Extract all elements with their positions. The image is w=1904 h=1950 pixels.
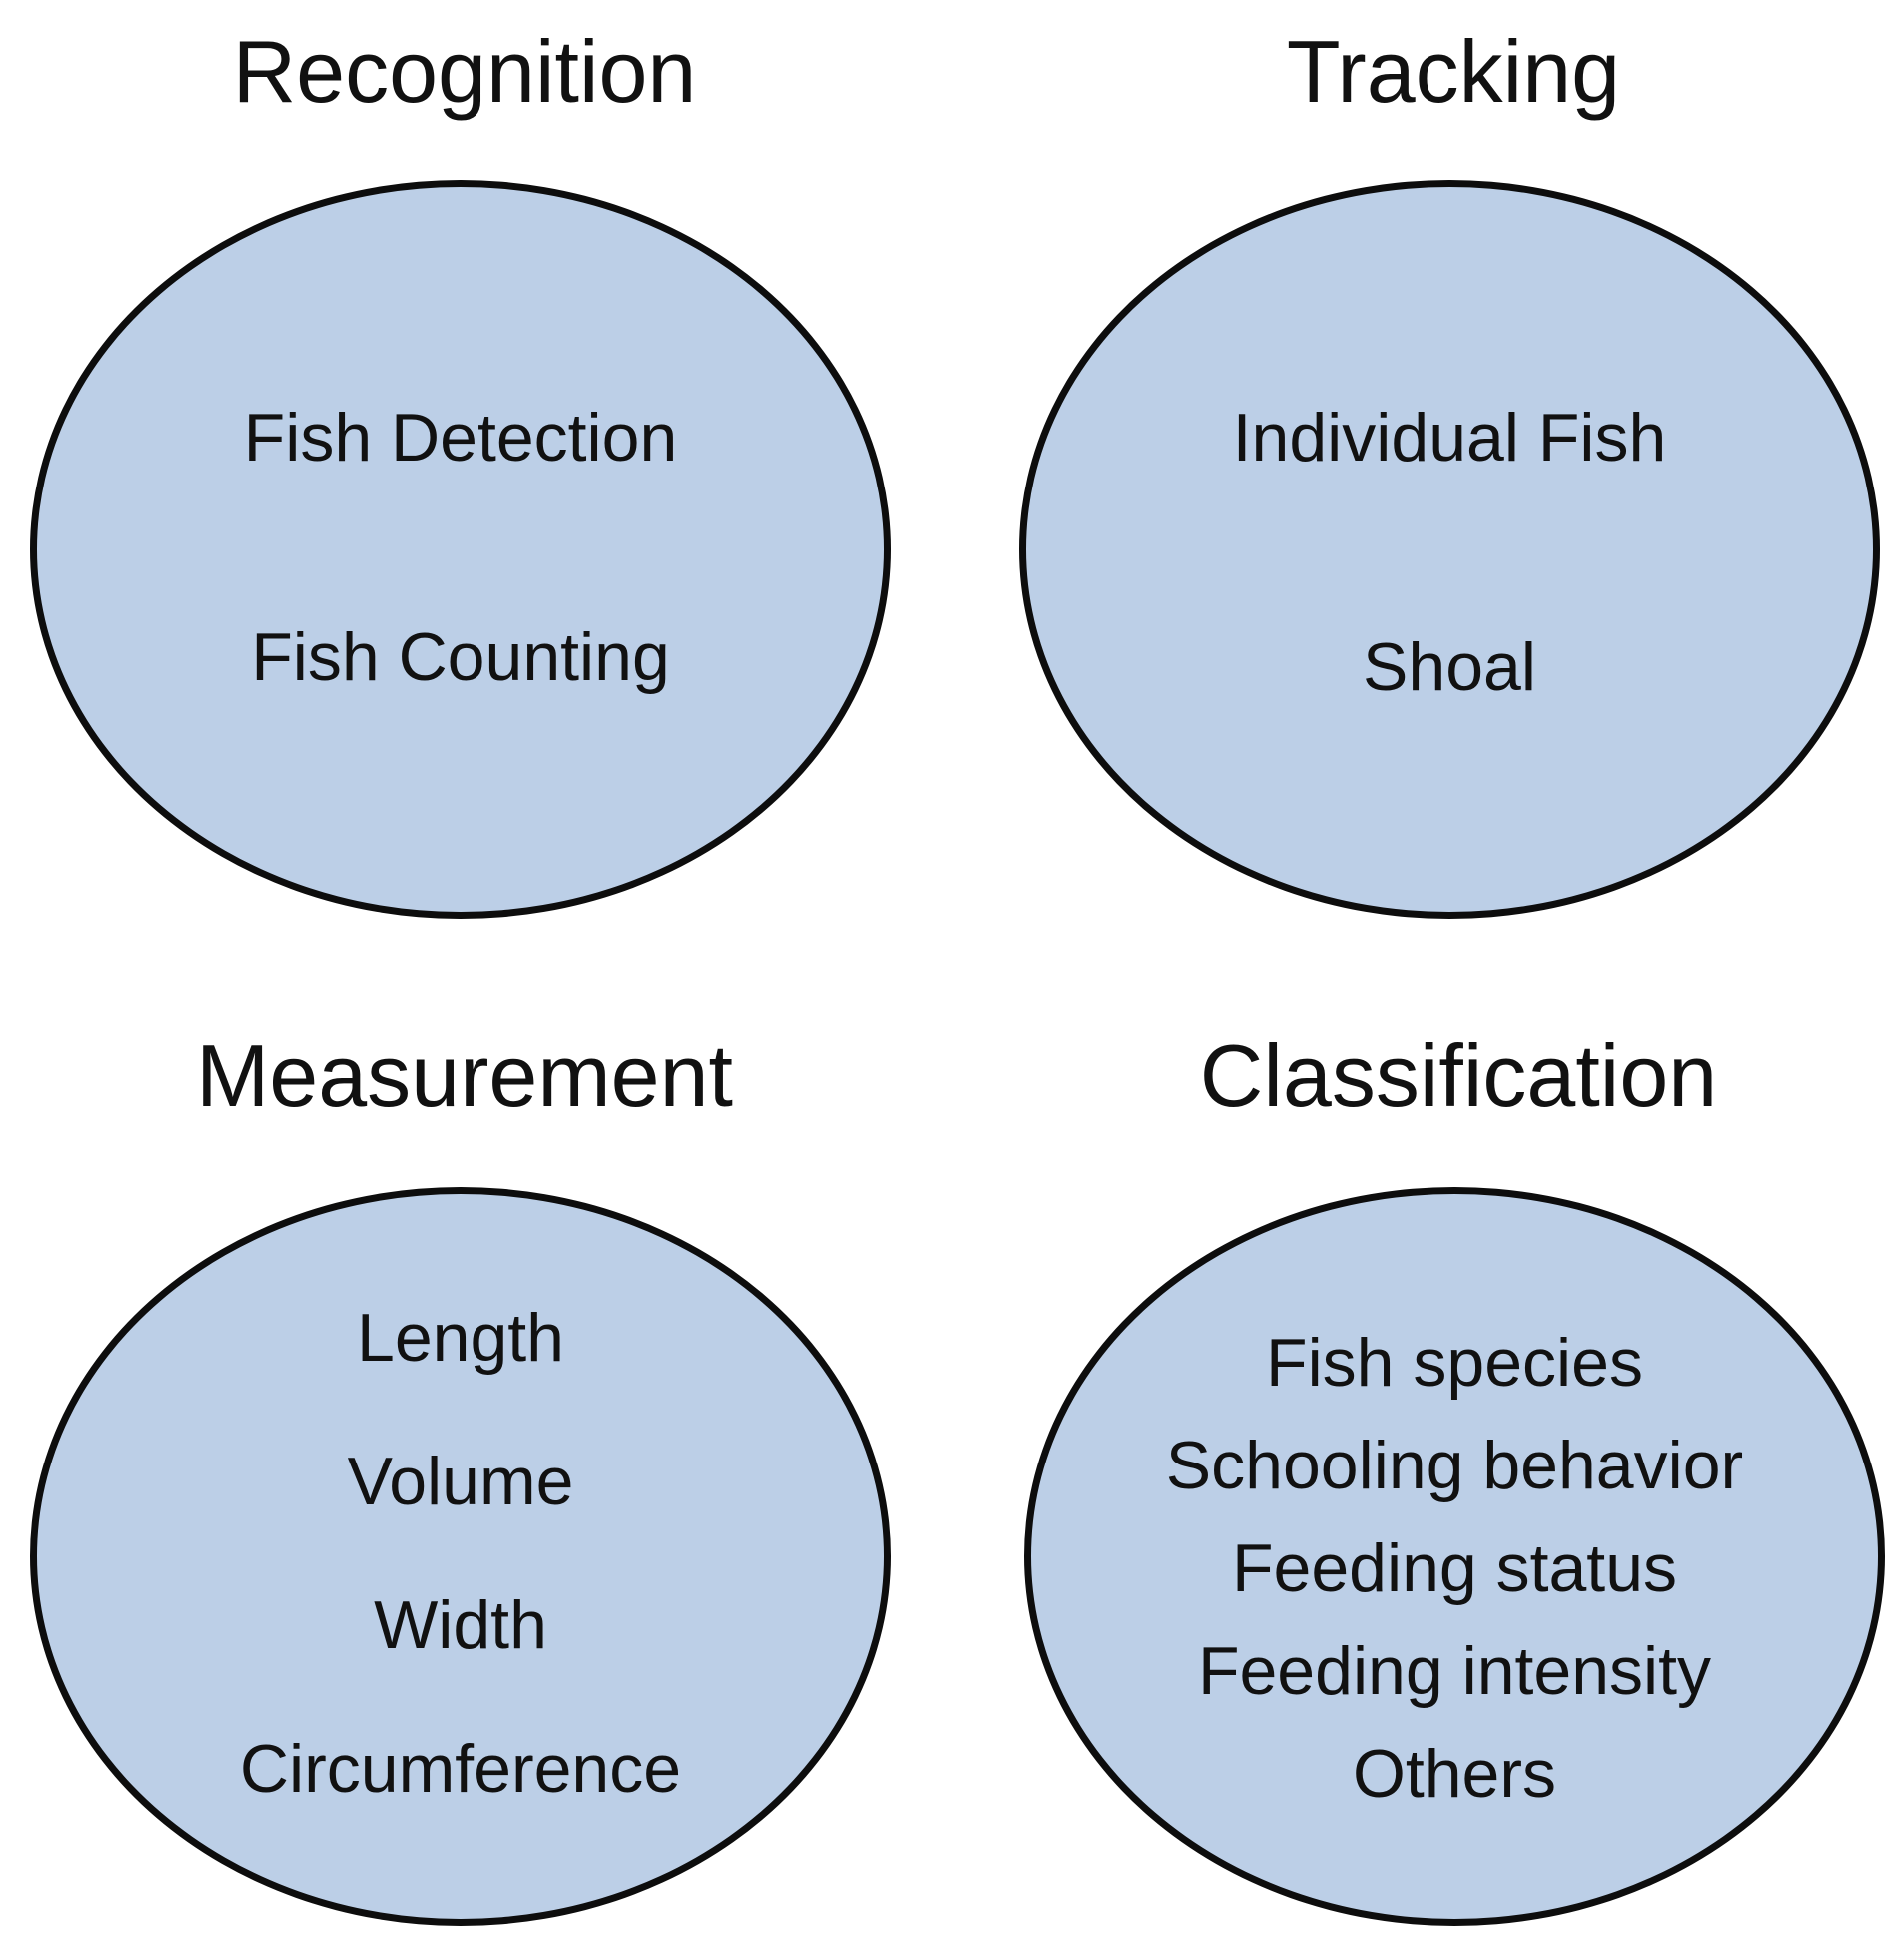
classification-item-others: Others (1352, 1736, 1557, 1812)
measurement-item-length: Length (357, 1300, 564, 1376)
recognition-item-counting: Fish Counting (251, 619, 670, 695)
recognition-title: Recognition (232, 22, 697, 121)
recognition-quadrant: Recognition Fish Detection Fish Counting (15, 0, 914, 929)
measurement-item-width: Width (374, 1587, 547, 1663)
classification-ellipse: Fish species Schooling behavior Feeding … (1024, 1187, 1885, 1926)
tracking-item-individual: Individual Fish (1232, 400, 1667, 476)
tracking-quadrant: Tracking Individual Fish Shoal (1004, 0, 1903, 929)
classification-item-species: Fish species (1266, 1325, 1643, 1401)
recognition-item-detection: Fish Detection (243, 400, 678, 476)
tracking-item-shoal: Shoal (1363, 629, 1536, 705)
classification-title: Classification (1199, 1026, 1718, 1125)
tracking-ellipse: Individual Fish Shoal (1019, 180, 1880, 919)
tracking-title: Tracking (1286, 22, 1621, 121)
measurement-title: Measurement (195, 1026, 733, 1125)
classification-item-schooling: Schooling behavior (1165, 1428, 1744, 1503)
measurement-item-volume: Volume (347, 1444, 574, 1519)
classification-item-feeding-status: Feeding status (1231, 1530, 1678, 1606)
measurement-ellipse: Length Volume Width Circumference (30, 1187, 891, 1926)
recognition-ellipse: Fish Detection Fish Counting (30, 180, 891, 919)
classification-item-feeding-intensity: Feeding intensity (1197, 1633, 1712, 1709)
classification-quadrant: Classification Fish species Schooling be… (1009, 1009, 1904, 1948)
measurement-item-circumference: Circumference (239, 1731, 682, 1807)
measurement-quadrant: Measurement Length Volume Width Circumfe… (15, 1009, 914, 1948)
